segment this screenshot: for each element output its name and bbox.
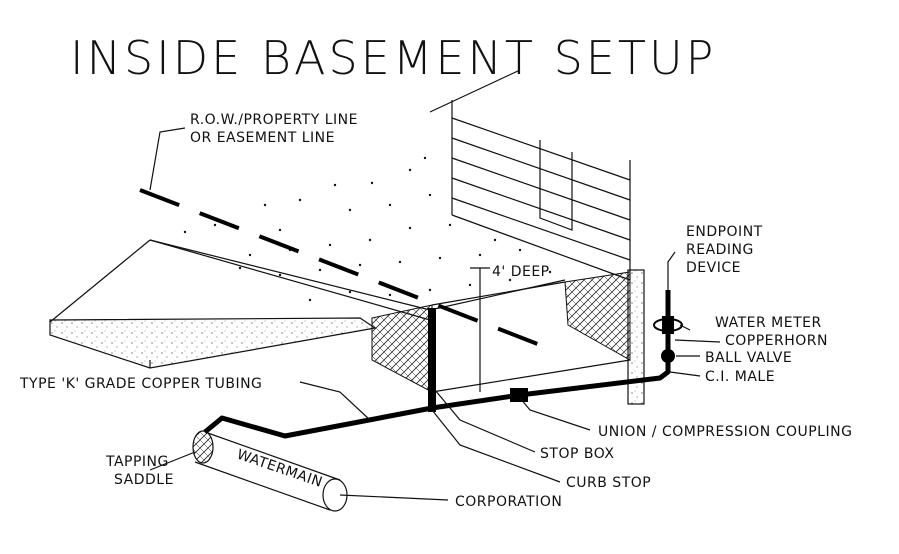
property-line — [139, 188, 549, 350]
ball-valve-label: BALL VALVE — [705, 350, 792, 366]
curb-stop-label: CURB STOP — [566, 475, 651, 491]
copperhorn-label: COPPERHORN — [725, 333, 828, 349]
lawn-dots — [183, 156, 552, 302]
tapping-label-1: TAPPING — [105, 454, 169, 470]
water-meter — [653, 316, 683, 334]
depth-dimension — [470, 267, 490, 392]
corporation-label: CORPORATION — [455, 494, 562, 510]
depth-label: 4' DEEP — [492, 264, 550, 280]
foundation-wall — [627, 269, 645, 405]
tapping-label-2: SADDLE — [114, 472, 174, 488]
endpoint-label-2: READING — [686, 242, 754, 258]
copper-tubing — [203, 290, 671, 439]
stop-box-label: STOP BOX — [540, 446, 614, 462]
endpoint-wire — [667, 251, 676, 290]
ci-male-label: C.I. MALE — [705, 369, 775, 385]
endpoint-label-3: DEVICE — [686, 260, 741, 276]
soil-section-right — [564, 271, 631, 361]
leader-lines — [149, 127, 721, 501]
row-line-label-1: R.O.W./PROPERTY LINE — [190, 112, 358, 128]
sidewalk-slab — [49, 317, 377, 369]
watermain-label: WATERMAIN — [235, 447, 325, 491]
ball-valve — [661, 349, 675, 363]
stop-box — [428, 308, 436, 412]
union-coupling — [510, 388, 528, 402]
ground-surface — [49, 214, 631, 323]
row-line-label-2: OR EASEMENT LINE — [190, 130, 335, 146]
trench-outline — [431, 281, 631, 393]
water-meter-label: WATER METER — [715, 315, 822, 331]
endpoint-label-1: ENDPOINT — [686, 224, 763, 240]
diagram-title: INSIDE BASEMENT SETUP — [70, 31, 716, 85]
watermain-pipe — [192, 430, 348, 512]
copper-tubing-label: TYPE 'K' GRADE COPPER TUBING — [19, 376, 262, 392]
soil-section-left — [371, 304, 433, 393]
house-wall — [429, 69, 631, 280]
union-label: UNION / COMPRESSION COUPLING — [598, 424, 852, 440]
